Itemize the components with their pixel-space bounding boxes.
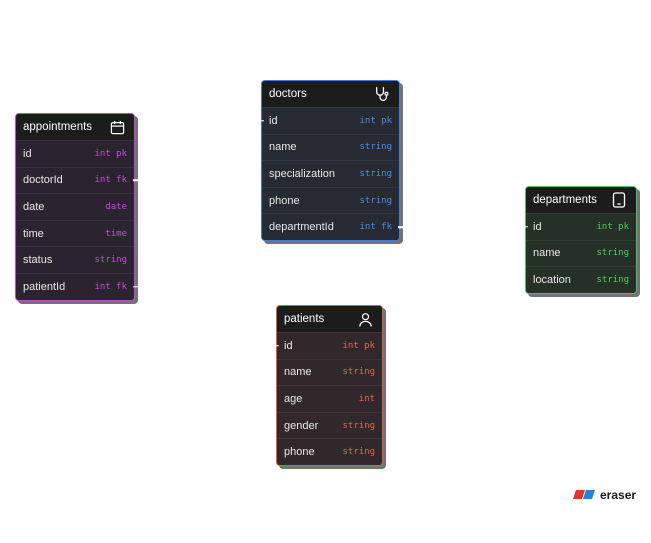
field-row[interactable]: phone string xyxy=(262,186,399,214)
field-name: name xyxy=(269,141,297,154)
field-row[interactable]: age int xyxy=(277,385,382,412)
field-type: string xyxy=(359,142,392,153)
field-row[interactable]: id int pk xyxy=(522,213,636,240)
field-name: name xyxy=(284,366,312,379)
field-name: phone xyxy=(269,194,300,207)
entity-title: appointments xyxy=(23,121,93,133)
field-type: int fk xyxy=(94,175,127,186)
field-type: string xyxy=(596,248,629,259)
field-type: int pk xyxy=(359,115,392,126)
field-row[interactable]: status string xyxy=(16,246,134,273)
field-type: date xyxy=(105,201,127,212)
field-row[interactable]: gender string xyxy=(277,411,382,439)
field-type: string xyxy=(342,447,375,458)
field-type: string xyxy=(596,274,629,285)
connector-anchor xyxy=(273,345,279,347)
field-row[interactable]: departmentId int fk xyxy=(262,213,404,240)
field-name: id xyxy=(269,114,278,127)
field-type: string xyxy=(342,367,375,378)
entity-patients[interactable]: patients id int pk name string age int g… xyxy=(273,305,383,466)
field-name: age xyxy=(284,392,303,405)
field-row[interactable]: name string xyxy=(526,239,636,267)
field-type: string xyxy=(359,195,392,206)
entity-header: departments xyxy=(526,187,636,213)
field-type: int pk xyxy=(342,340,375,351)
entity-appointments[interactable]: appointments id int pk doctorId int fk d… xyxy=(15,113,139,301)
field-row[interactable]: location string xyxy=(526,266,636,293)
brand-watermark[interactable]: eraser xyxy=(573,488,636,502)
field-name: date xyxy=(23,200,45,213)
field-type: int fk xyxy=(359,222,392,233)
user-icon xyxy=(356,310,374,328)
field-row[interactable]: id int pk xyxy=(273,332,382,359)
field-row[interactable]: id int pk xyxy=(258,107,399,134)
field-name: location xyxy=(533,273,571,286)
field-name: time xyxy=(23,227,44,240)
field-type: int pk xyxy=(596,221,629,232)
field-row[interactable]: name string xyxy=(262,133,399,161)
field-row[interactable]: specialization string xyxy=(262,160,399,187)
connector-anchor xyxy=(133,286,139,288)
field-type: int fk xyxy=(94,281,127,292)
field-name: id xyxy=(284,339,293,352)
stethoscope-icon xyxy=(373,85,391,103)
field-name: specialization xyxy=(269,167,336,180)
field-row[interactable]: doctorId int fk xyxy=(16,166,139,194)
field-type: string xyxy=(94,255,127,266)
field-row[interactable]: phone string xyxy=(277,438,382,465)
field-name: patientId xyxy=(23,280,66,293)
entity-title: patients xyxy=(284,313,325,325)
entity-doctors[interactable]: doctors id int pk name string specializa… xyxy=(258,80,404,241)
connector-anchor xyxy=(133,179,139,182)
connector-anchor xyxy=(522,226,528,228)
entity-header: appointments xyxy=(16,114,134,140)
field-row[interactable]: date date xyxy=(16,193,134,220)
calendar-icon xyxy=(108,118,126,136)
field-name: name xyxy=(533,247,561,260)
field-name: id xyxy=(23,147,32,160)
field-row[interactable]: time time xyxy=(16,219,134,247)
eraser-logo-icon xyxy=(573,490,595,499)
field-type: int xyxy=(358,393,375,404)
field-row[interactable]: patientId int fk xyxy=(16,272,139,300)
entity-title: departments xyxy=(533,194,597,206)
tablet-icon xyxy=(610,191,628,209)
connector-anchor xyxy=(398,226,404,228)
entity-header: patients xyxy=(277,306,382,332)
entity-title: doctors xyxy=(269,88,307,100)
brand-text: eraser xyxy=(600,488,637,502)
entity-header: doctors xyxy=(262,81,399,107)
field-name: doctorId xyxy=(23,174,63,187)
field-row[interactable]: name string xyxy=(277,358,382,386)
entity-departments[interactable]: departments id int pk name string locati… xyxy=(522,186,637,294)
connector-anchor xyxy=(258,120,264,122)
field-name: gender xyxy=(284,419,319,432)
field-name: id xyxy=(533,220,542,233)
field-type: string xyxy=(342,420,375,431)
field-row[interactable]: id int pk xyxy=(16,140,134,167)
field-type: int pk xyxy=(94,148,127,159)
field-type: string xyxy=(359,168,392,179)
field-name: departmentId xyxy=(269,221,334,234)
field-name: phone xyxy=(284,446,315,459)
field-name: status xyxy=(23,254,53,267)
field-type: time xyxy=(105,228,127,239)
